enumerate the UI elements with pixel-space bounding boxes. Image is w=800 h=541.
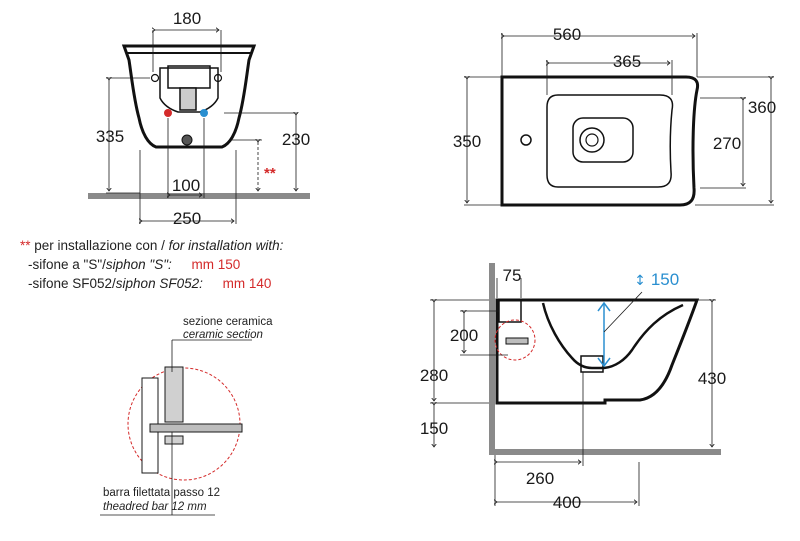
note-line2-en: siphon "S": <box>105 257 172 272</box>
top-drain-area <box>572 117 634 163</box>
detail-label-top-en-text: ceramic section <box>183 329 263 341</box>
top-dim-350: 350 <box>453 132 481 151</box>
side-dim-200: 200 <box>450 326 478 345</box>
detail-label-top-it: sezione ceramica <box>183 316 273 328</box>
note-line-3: -sifone SF052/siphon SF052: mm 140 <box>28 276 271 291</box>
note-line1-it: per installazione con / <box>34 238 169 253</box>
side-dim-260: 260 <box>526 469 554 488</box>
fixing-hole-left <box>150 73 160 83</box>
front-view: 180 335 230 ** 100 250 <box>88 9 310 228</box>
hot-water-icon <box>164 109 172 117</box>
front-inner-bowl <box>159 67 219 113</box>
top-dim-270: 270 <box>713 134 741 153</box>
top-drain-outer <box>579 127 605 153</box>
detail-label-bottom-en: theadred bar 12 mm <box>103 501 207 513</box>
blue-arrow-icon: ↕ <box>634 273 646 289</box>
front-dim-180: 180 <box>173 9 201 28</box>
note-marker: ** <box>20 238 31 253</box>
note-line-1: ** per installazione con / for installat… <box>20 238 283 253</box>
top-dim-365: 365 <box>613 52 641 71</box>
detail-view <box>100 339 252 516</box>
side-dim-430: 430 <box>698 369 726 388</box>
floor-side <box>489 449 721 455</box>
side-bowl <box>541 302 684 370</box>
side-detail-circle <box>494 319 536 361</box>
drain-outlet <box>181 134 193 146</box>
top-tap-hole <box>520 134 532 146</box>
note-line3-val: mm 140 <box>222 276 272 291</box>
top-drain-inner <box>585 133 599 147</box>
detail-threaded-bar <box>149 423 243 433</box>
front-dim-100: 100 <box>172 176 200 195</box>
detail-ceramic <box>164 366 184 423</box>
cold-water-icon <box>200 109 208 117</box>
side-dim-280: 280 <box>420 366 448 385</box>
top-view: 560 365 350 360 270 <box>453 25 776 207</box>
front-dim-250: 250 <box>173 209 201 228</box>
side-dim-150-blue: 150 <box>651 270 679 289</box>
note-line1-en: for installation with: <box>168 238 284 253</box>
top-dim-560: 560 <box>553 25 581 44</box>
note-line3-en: siphon SF052: <box>115 276 203 291</box>
note-line2-val: mm 150 <box>191 257 241 272</box>
top-dim-360: 360 <box>748 98 776 117</box>
side-dim-75: 75 <box>503 266 522 285</box>
side-bolt <box>505 337 529 345</box>
side-dim-150: 150 <box>420 419 448 438</box>
detail-ceramic-lower <box>164 435 184 445</box>
detail-label-top-en: ceramic section <box>183 329 263 341</box>
note-line-2: -sifone a "S"/siphon "S": mm 150 <box>28 257 240 272</box>
front-asterisks: ** <box>264 165 276 182</box>
note-line3-it: -sifone SF052/ <box>28 276 116 291</box>
front-spout <box>179 87 197 111</box>
front-dim-230: 230 <box>282 130 310 149</box>
fixing-hole-right <box>213 73 223 83</box>
note-line2-it: -sifone a "S"/ <box>28 257 106 272</box>
detail-label-bottom-it: barra filettata passo 12 <box>103 487 220 499</box>
top-bowl <box>546 94 674 188</box>
side-dim-400: 400 <box>553 493 581 512</box>
side-view: ↕ 150 75 200 280 150 430 260 400 <box>420 263 726 512</box>
front-dim-335: 335 <box>96 127 124 146</box>
wall <box>489 263 495 453</box>
detail-label-bottom-en-text: theadred bar 12 mm <box>103 501 207 513</box>
top-bidet-outline <box>500 75 700 207</box>
side-bidet-outline <box>495 298 700 405</box>
